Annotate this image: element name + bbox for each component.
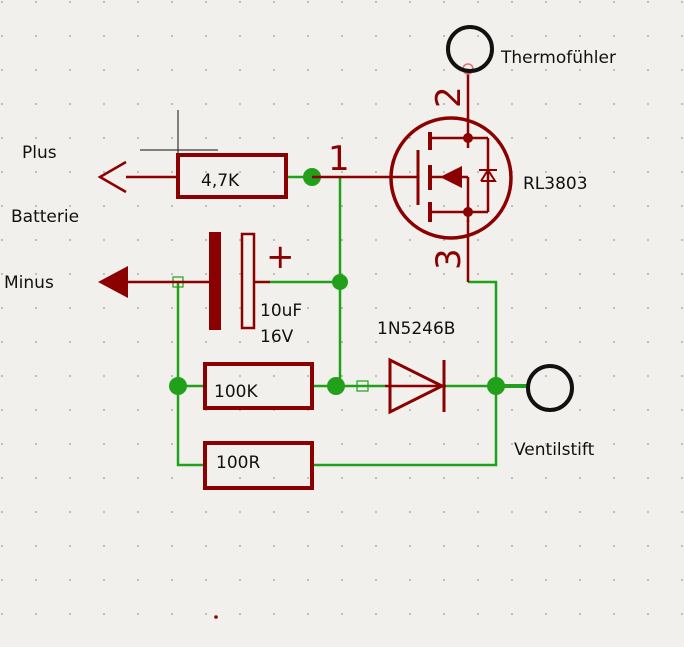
diode-label: 1N5246B [377,319,455,339]
resistor-100k-label: 100K [214,382,258,402]
mosfet-arrow [440,166,462,188]
junction-left [169,377,187,395]
batterie-label: Batterie [11,207,79,227]
capacitor-value-label: 10uF [260,301,302,321]
mosfet-dot-source [463,207,473,217]
resistor-100r-label: 100R [216,453,260,473]
zener-diode [388,357,446,415]
transistor-label: RL3803 [523,174,588,194]
capacitor [209,232,270,330]
capacitor-voltage-label: 16V [260,327,294,347]
diode-body [388,357,446,415]
resistor-100r [203,441,314,490]
resistor-4k7 [176,153,288,199]
mosfet-circle [389,116,513,240]
thermofuehler-label: Thermofühler [500,48,616,68]
mosfet [389,116,513,240]
capacitor-polarity: + [266,237,295,277]
junction-cap [332,274,348,290]
ventilstift-label: Ventilstift [514,440,595,460]
capacitor-plate-neg [209,232,221,330]
pin-number-source: 3 [429,248,469,270]
capacitor-plate-pos [240,232,256,330]
pin-number-drain: 2 [429,86,469,108]
ventilstift-terminal [526,364,574,412]
resistor-4k7-label: 4,7K [201,171,240,191]
junction-diode [487,377,505,395]
wire-left-vertical [176,282,205,467]
wire-right-vertical [312,280,498,467]
pin-marker-diode [356,380,369,392]
resistor-100k [203,362,314,410]
thermofuehler-terminal [446,25,494,73]
junctions [169,168,505,395]
plus-arrow-icon [97,160,127,194]
stray-dot [214,615,218,619]
component-leads [126,70,470,388]
cursor-crosshair [140,110,218,160]
minus-arrow-icon [98,266,128,298]
junction-100k [327,377,345,395]
mosfet-dot-drain [463,133,473,143]
plus-label: Plus [22,143,57,163]
minus-label: Minus [4,273,54,293]
pin-number-gate: 1 [328,139,350,179]
